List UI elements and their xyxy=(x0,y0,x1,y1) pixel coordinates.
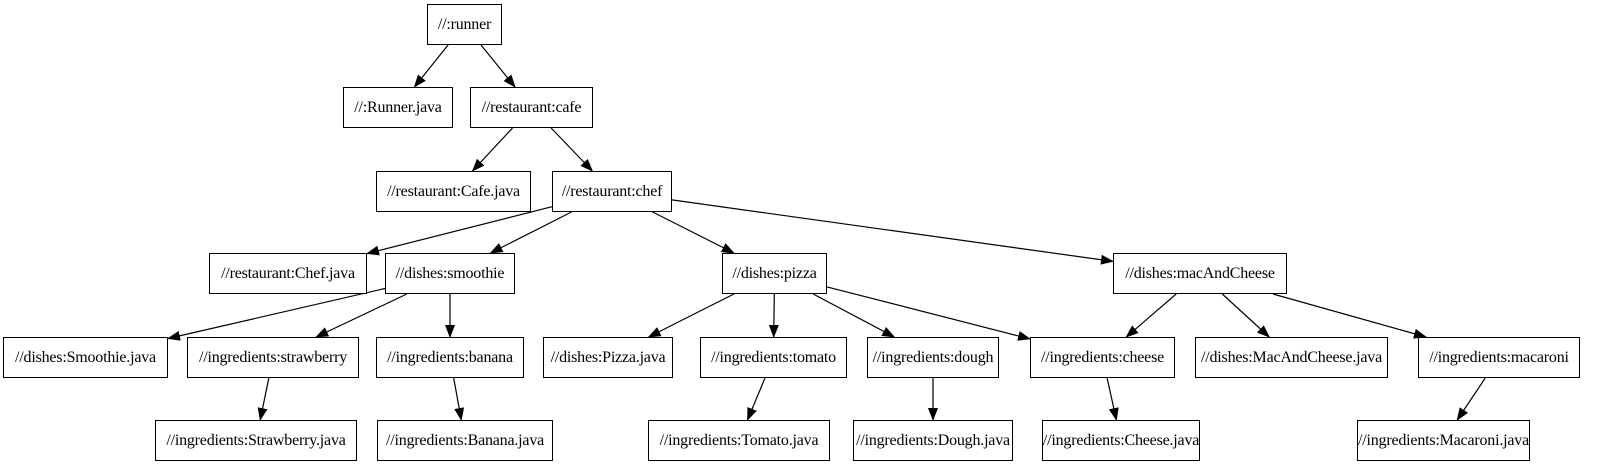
graph-node-label: //:Runner.java xyxy=(354,98,442,116)
graph-node-macaroni: //ingredients:macaroni xyxy=(1418,337,1580,378)
graph-node-cafe-java: //restaurant:Cafe.java xyxy=(376,171,531,212)
edge-runner-to-cafe xyxy=(480,44,516,88)
graph-node-label: //restaurant:Cafe.java xyxy=(387,182,520,200)
graph-node-dough-java: //ingredients:Dough.java xyxy=(853,420,1013,461)
graph-node-label: //dishes:MacAndCheese.java xyxy=(1201,348,1382,366)
graph-node-cafe: //restaurant:cafe xyxy=(470,87,593,128)
graph-node-strawberry: //ingredients:strawberry xyxy=(187,337,359,378)
graph-node-chef-java: //restaurant:Chef.java xyxy=(209,253,367,294)
edge-chef-to-macandcheese xyxy=(671,199,1114,265)
graph-node-label: //ingredients:cheese xyxy=(1040,348,1165,366)
graph-node-label: //:runner xyxy=(437,15,492,33)
graph-node-label: //dishes:macAndCheese xyxy=(1125,264,1275,282)
graph-node-smoothie-java: //dishes:Smoothie.java xyxy=(3,337,168,378)
edge-cafe-to-cafe-java xyxy=(471,127,513,172)
edge-banana-to-banana-java xyxy=(453,377,465,421)
graph-node-macaroni-java: //ingredients:Macaroni.java xyxy=(1357,420,1530,461)
graph-node-banana: //ingredients:banana xyxy=(376,337,524,378)
graph-node-runner-java: //:Runner.java xyxy=(343,87,453,128)
edge-smoothie-to-smoothie-java xyxy=(167,287,386,341)
edge-macandcheese-to-macandcheese-java xyxy=(1221,293,1270,338)
graph-node-smoothie: //dishes:smoothie xyxy=(385,253,515,294)
graph-node-chef: //restaurant:chef xyxy=(552,171,672,212)
edge-pizza-to-pizza-java xyxy=(647,293,735,338)
graph-node-dough: //ingredients:dough xyxy=(867,337,999,378)
graph-node-label: //ingredients:Banana.java xyxy=(385,431,545,449)
graph-node-macandcheese-java: //dishes:MacAndCheese.java xyxy=(1195,337,1388,378)
edge-macandcheese-to-cheese xyxy=(1125,293,1177,338)
graph-node-label: //ingredients:macaroni xyxy=(1429,348,1569,366)
edge-cafe-to-chef xyxy=(550,127,594,172)
graph-node-label: //dishes:smoothie xyxy=(395,264,505,282)
graph-node-tomato: //ingredients:tomato xyxy=(700,337,847,378)
edge-pizza-to-dough xyxy=(812,293,896,338)
graph-node-label: //ingredients:tomato xyxy=(711,348,836,366)
graph-node-label: //ingredients:banana xyxy=(387,348,513,366)
graph-node-label: //restaurant:Chef.java xyxy=(221,264,355,282)
graph-node-label: //dishes:pizza xyxy=(732,264,817,282)
graph-node-runner: //:runner xyxy=(427,4,502,45)
edge-tomato-to-tomato-java xyxy=(746,377,766,421)
graph-node-label: //ingredients:Cheese.java xyxy=(1042,431,1200,449)
graph-node-label: //dishes:Pizza.java xyxy=(550,348,666,366)
graph-node-label: //ingredients:Strawberry.java xyxy=(166,431,346,449)
graph-node-cheese: //ingredients:cheese xyxy=(1030,337,1175,378)
graph-node-label: //ingredients:strawberry xyxy=(198,348,348,366)
graph-node-label: //ingredients:Macaroni.java xyxy=(1358,431,1529,449)
edge-cheese-to-cheese-java xyxy=(1106,377,1119,421)
edge-macaroni-to-macaroni-java xyxy=(1456,377,1486,421)
graph-node-label: //ingredients:dough xyxy=(872,348,994,366)
graph-node-label: //restaurant:cafe xyxy=(481,98,582,116)
edge-chef-to-smoothie xyxy=(489,211,572,254)
edge-pizza-to-cheese xyxy=(826,286,1031,341)
graph-node-label: //ingredients:Tomato.java xyxy=(659,431,819,449)
graph-node-pizza: //dishes:pizza xyxy=(722,253,827,294)
graph-node-tomato-java: //ingredients:Tomato.java xyxy=(648,420,830,461)
graph-node-strawberry-java: //ingredients:Strawberry.java xyxy=(155,420,357,461)
graph-node-label: //restaurant:chef xyxy=(561,182,663,200)
edge-smoothie-to-strawberry xyxy=(315,293,408,338)
graph-node-cheese-java: //ingredients:Cheese.java xyxy=(1042,420,1200,461)
edge-macandcheese-to-macaroni xyxy=(1272,293,1427,339)
edge-strawberry-to-strawberry-java xyxy=(257,377,270,421)
edge-chef-to-chef-java xyxy=(366,206,553,256)
edge-pizza-to-tomato xyxy=(768,293,779,338)
graph-node-banana-java: //ingredients:Banana.java xyxy=(377,420,553,461)
graph-node-macandcheese: //dishes:macAndCheese xyxy=(1113,253,1287,294)
edge-chef-to-pizza xyxy=(652,211,735,254)
edge-runner-to-runner-java xyxy=(413,44,449,88)
graph-node-pizza-java: //dishes:Pizza.java xyxy=(543,337,673,378)
graph-node-label: //ingredients:Dough.java xyxy=(856,431,1010,449)
graph-node-label: //dishes:Smoothie.java xyxy=(15,348,156,366)
